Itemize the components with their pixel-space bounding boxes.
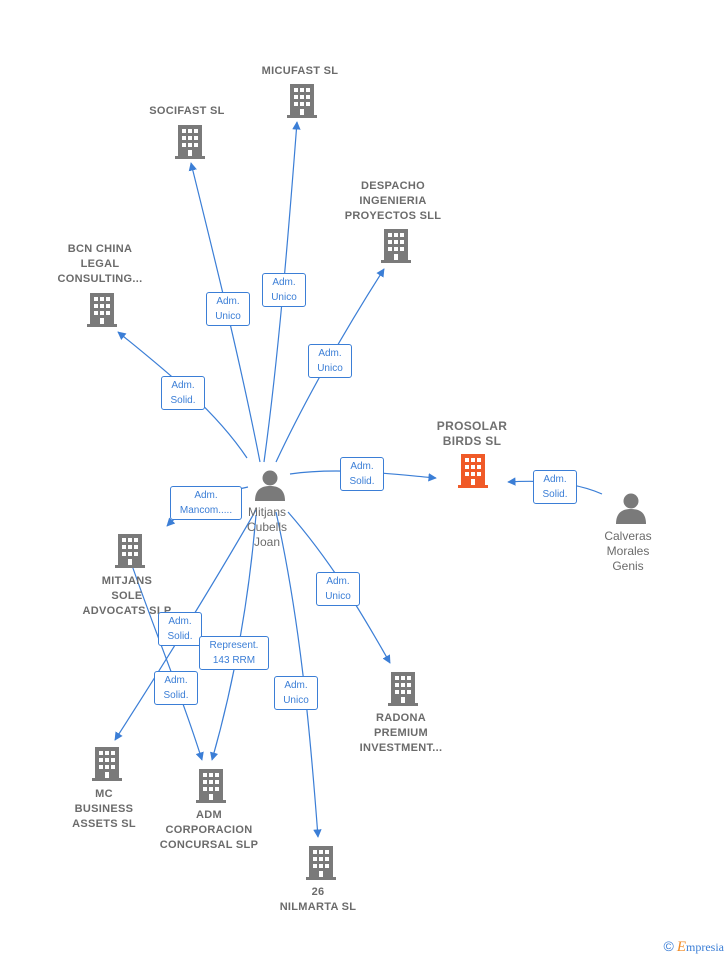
building-icon-highlighted[interactable] xyxy=(458,454,488,488)
brand-name: mpresia xyxy=(686,940,724,954)
edge-nilmarta xyxy=(275,511,322,838)
building-icon[interactable] xyxy=(287,84,317,118)
company-label-socifast[interactable]: SOCIFAST SL xyxy=(149,105,225,117)
relation-label-nilmarta: Adm. Unico xyxy=(274,676,318,710)
copyright-icon: © xyxy=(663,938,674,954)
company-label-prosolar[interactable]: PROSOLAR BIRDS SL xyxy=(436,419,508,448)
building-icon[interactable] xyxy=(388,672,418,706)
relation-label-prosolar-other: Adm. Solid. xyxy=(533,470,577,504)
company-label-bcn[interactable]: BCN CHINA LEGAL CONSULTING... xyxy=(57,243,143,285)
relation-label-adm-solid: Adm. Solid. xyxy=(154,671,198,705)
building-icon[interactable] xyxy=(92,747,122,781)
relation-label-micufast: Adm. Unico xyxy=(262,273,306,307)
relation-label-radona: Adm. Unico xyxy=(316,572,360,606)
relation-label-adm-represent: Represent. 143 RRM xyxy=(199,636,269,670)
company-label-mc[interactable]: MC BUSINESS ASSETS SL xyxy=(72,788,136,830)
building-icon[interactable] xyxy=(381,229,411,263)
company-label-mitjans-sole[interactable]: MITJANS SOLE ADVOCATS SLP xyxy=(82,575,172,617)
relation-label-despacho: Adm. Unico xyxy=(308,344,352,378)
edge-adm-solid xyxy=(124,544,204,761)
relation-label-bcn: Adm. Solid. xyxy=(161,376,205,410)
relation-label-mitjans-sole: Adm. Mancom..... xyxy=(170,486,242,520)
building-icon[interactable] xyxy=(196,769,226,803)
building-icon[interactable] xyxy=(306,846,336,880)
company-label-nilmarta[interactable]: 26 NILMARTA SL xyxy=(279,886,357,913)
building-icon[interactable] xyxy=(115,534,145,568)
relation-label-prosolar-center: Adm. Solid. xyxy=(340,457,384,491)
building-icon[interactable] xyxy=(87,293,117,327)
person-icon[interactable] xyxy=(616,493,646,525)
company-label-micufast[interactable]: MICUFAST SL xyxy=(261,65,339,77)
person-label-other[interactable]: Calveras Morales Genis xyxy=(604,529,652,573)
person-icon[interactable] xyxy=(255,470,285,502)
company-label-adm[interactable]: ADM CORPORACION CONCURSAL SLP xyxy=(159,809,259,851)
company-label-radona[interactable]: RADONA PREMIUM INVESTMENT... xyxy=(359,712,443,754)
building-icon[interactable] xyxy=(175,125,205,159)
relation-label-socifast: Adm. Unico xyxy=(206,292,250,326)
brand-initial: E xyxy=(676,939,686,955)
relation-label-mc: Adm. Solid. xyxy=(158,612,202,646)
company-label-despacho[interactable]: DESPACHO INGENIERIA PROYECTOS SLL xyxy=(344,180,442,222)
empresia-logo: © Empresia xyxy=(664,938,725,956)
person-label-center[interactable]: Mitjans Cubells Joan xyxy=(246,505,288,549)
